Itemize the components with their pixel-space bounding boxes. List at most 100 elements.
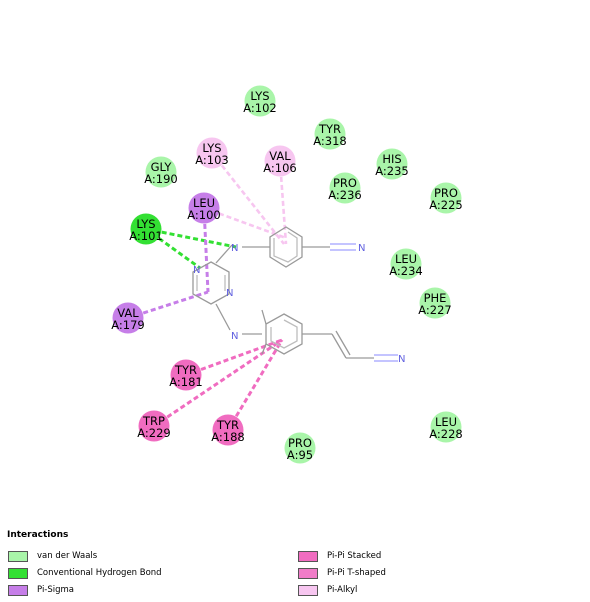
residue-name-leu234: LEU — [395, 252, 417, 266]
residue-number-tyr181: A:181 — [169, 375, 203, 389]
atom-n-bottom: N — [231, 331, 238, 342]
residue-number-val106: A:106 — [263, 161, 297, 175]
legend-swatch-pi_pi_tshaped — [298, 567, 318, 579]
residue-circle-tyr318 — [314, 118, 346, 150]
residue-name-trp229: TRP — [142, 414, 165, 428]
residue-number-pro225: A:225 — [429, 198, 463, 212]
methyl-bond-bottom — [261, 343, 267, 355]
residue-number-leu100: A:100 — [187, 208, 221, 222]
residue-number-leu234: A:234 — [389, 264, 423, 278]
methyl-bond-top — [261, 309, 267, 325]
legend-item-pi_sigma: Pi-Sigma — [8, 584, 74, 596]
legend-swatch-pi_sigma — [8, 584, 28, 596]
residue-circle-val106 — [264, 145, 296, 177]
residue-number-lys102: A:102 — [243, 101, 277, 115]
legend-label-pi_sigma: Pi-Sigma — [37, 585, 75, 595]
residue-circle-tyr181 — [170, 359, 202, 391]
residue-name-pro236: PRO — [333, 176, 357, 190]
residue-number-lys103: A:103 — [195, 153, 229, 167]
residue-circle-leu228 — [430, 411, 462, 443]
legend-swatch-van_der_waals — [8, 550, 28, 562]
vinyl-bond-2 — [331, 333, 347, 359]
residue-circle-lys103 — [196, 137, 228, 169]
residue-number-trp229: A:229 — [137, 426, 171, 440]
phenyl-ring-top-inner — [273, 231, 298, 263]
residue-name-leu228: LEU — [435, 415, 457, 429]
interaction-line-lys101-3 — [145, 227, 237, 249]
atom-n-ring2: N — [226, 288, 233, 299]
residue-name-lys101: LYS — [136, 217, 155, 231]
interaction-line-lys103-0 — [210, 152, 286, 245]
legend-item-pi_alkyl: Pi-Alkyl — [298, 584, 357, 596]
legend-label-pi_pi_stacked: Pi-Pi Stacked — [327, 551, 382, 561]
residue-name-val179: VAL — [117, 306, 139, 320]
residue-circle-trp229 — [138, 410, 170, 442]
legend-label-van_der_waals: van der Waals — [37, 551, 98, 561]
legend-item-pi_pi_tshaped: Pi-Pi T-shaped — [298, 567, 386, 579]
residue-number-leu228: A:228 — [429, 427, 463, 441]
phenyl-ring-top — [269, 226, 303, 268]
residue-circle-leu100 — [188, 192, 220, 224]
residue-name-pro95: PRO — [288, 436, 312, 450]
interaction-line-leu100-2 — [203, 206, 287, 240]
residue-circle-leu234 — [390, 248, 422, 280]
nh-bond-top-2 — [215, 244, 233, 264]
legend-label-hbond: Conventional Hydrogen Bond — [37, 568, 162, 578]
legend-label-pi_alkyl: Pi-Alkyl — [327, 585, 358, 595]
residue-name-phe227: PHE — [424, 291, 447, 305]
legend-swatch-pi_pi_stacked — [298, 550, 318, 562]
interaction-line-val106-1 — [278, 160, 288, 245]
residue-circle-lys101 — [130, 213, 162, 245]
residue-circle-val179 — [112, 302, 144, 334]
residue-circle-phe227 — [419, 287, 451, 319]
vinyl-bond-3 — [335, 330, 351, 356]
residue-name-leu100: LEU — [193, 196, 215, 210]
legend-item-hbond: Conventional Hydrogen Bond — [8, 567, 162, 579]
interaction-line-trp229-8 — [153, 338, 283, 428]
phenyl-ring-bottom-inner — [270, 319, 298, 349]
atom-n-ring1: N — [193, 265, 200, 276]
residue-name-his235: HIS — [382, 152, 401, 166]
legend-swatch-hbond — [8, 567, 28, 579]
legend-swatch-pi_alkyl — [298, 584, 318, 596]
residue-number-his235: A:235 — [375, 164, 409, 178]
atom-n-top: N — [231, 243, 238, 254]
residue-circle-pro236 — [329, 172, 361, 204]
residue-name-lys102: LYS — [250, 89, 269, 103]
residue-number-gly190: A:190 — [144, 172, 178, 186]
residue-name-pro225: PRO — [434, 186, 458, 200]
legend-item-pi_pi_stacked: Pi-Pi Stacked — [298, 550, 381, 562]
residue-number-phe227: A:227 — [418, 303, 452, 317]
legend-label-pi_pi_tshaped: Pi-Pi T-shaped — [327, 568, 386, 578]
nh-bond-bottom-1 — [215, 303, 231, 331]
interaction-line-val179-6 — [127, 290, 209, 320]
residue-circle-lys102 — [244, 85, 276, 117]
residue-circle-pro225 — [430, 182, 462, 214]
residue-number-pro95: A:95 — [287, 448, 313, 462]
residue-number-val179: A:179 — [111, 318, 145, 332]
residue-number-lys101: A:101 — [129, 229, 163, 243]
pyrimidine-ring — [192, 261, 230, 305]
residue-name-lys103: LYS — [202, 141, 221, 155]
residue-name-gly190: GLY — [151, 160, 173, 174]
residue-circle-his235 — [376, 148, 408, 180]
